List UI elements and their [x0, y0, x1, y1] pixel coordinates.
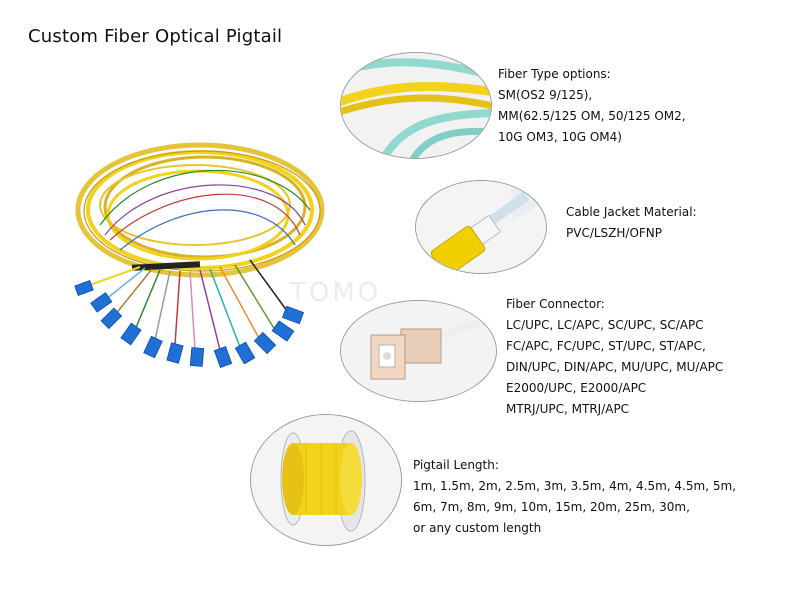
pigtail-length-info: Pigtail Length: 1m, 1.5m, 2m, 2.5m, 3m, …	[413, 455, 736, 539]
pigtail-length-line: or any custom length	[413, 521, 542, 535]
fiber-type-info: Fiber Type options: SM(OS2 9/125), MM(62…	[498, 64, 686, 148]
page-title: Custom Fiber Optical Pigtail	[28, 26, 283, 47]
watermark-text: TOMO	[290, 278, 382, 308]
cable-jacket-heading: Cable Jacket Material:	[566, 205, 697, 219]
cable-jacket-line: PVC/LSZH/OFNP	[566, 226, 663, 240]
fiber-connector-info: Fiber Connector: LC/UPC, LC/APC, SC/UPC,…	[506, 294, 723, 420]
fiber-type-line: SM(OS2 9/125),	[498, 88, 593, 102]
pigtail-length-line: 6m, 7m, 8m, 9m, 10m, 15m, 20m, 25m, 30m,	[413, 500, 690, 514]
fiber-connector-line: E2000/UPC, E2000/APC	[506, 381, 647, 395]
fiber-connector-line: LC/UPC, LC/APC, SC/UPC, SC/APC	[506, 318, 704, 332]
fiber-type-heading: Fiber Type options:	[498, 67, 611, 81]
fiber-type-line: 10G OM3, 10G OM4)	[498, 130, 622, 144]
pigtail-length-image	[250, 414, 402, 546]
fiber-connector-line: MTRJ/UPC, MTRJ/APC	[506, 402, 630, 416]
fiber-pigtail-bundle-drawing	[74, 142, 325, 369]
fiber-connector-line: DIN/UPC, DIN/APC, MU/UPC, MU/APC	[506, 360, 724, 374]
fiber-pigtail-bundle-image	[60, 115, 350, 415]
fiber-connector-image	[340, 300, 497, 402]
cable-jacket-info: Cable Jacket Material: PVC/LSZH/OFNP	[566, 202, 697, 244]
fiber-connector-line: FC/APC, FC/UPC, ST/UPC, ST/APC,	[506, 339, 706, 353]
cable-jacket-image	[415, 180, 547, 274]
fiber-type-line: MM(62.5/125 OM, 50/125 OM2,	[498, 109, 686, 123]
fiber-type-image	[340, 52, 492, 159]
pigtail-length-heading: Pigtail Length:	[413, 458, 499, 472]
fiber-connector-heading: Fiber Connector:	[506, 297, 605, 311]
pigtail-length-line: 1m, 1.5m, 2m, 2.5m, 3m, 3.5m, 4m, 4.5m, …	[413, 479, 736, 493]
